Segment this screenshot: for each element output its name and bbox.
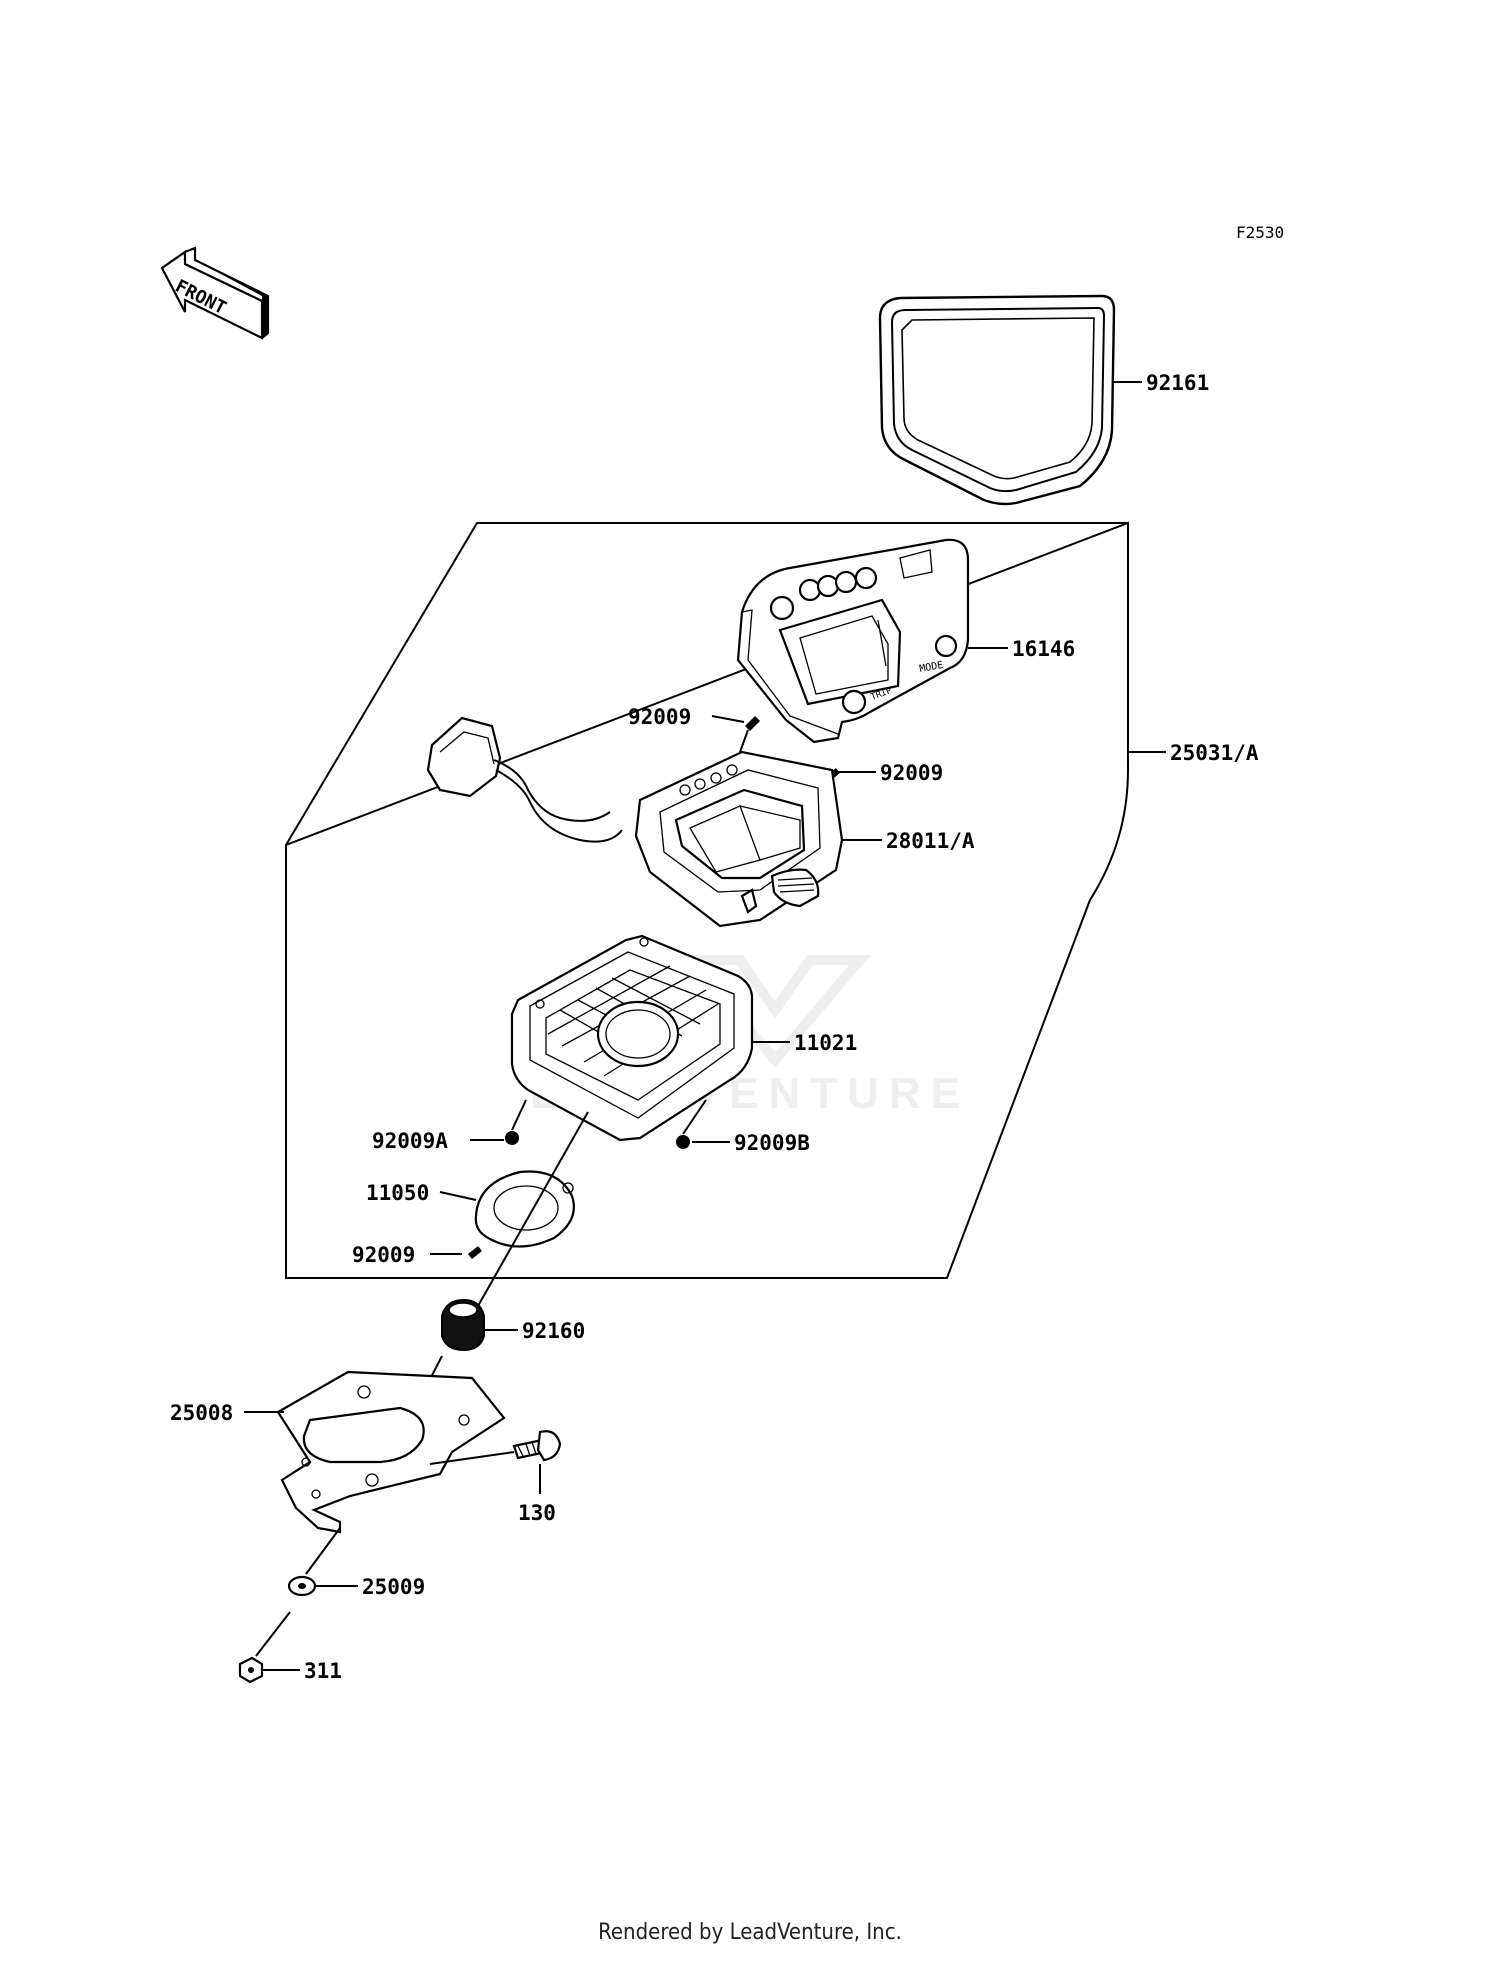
svg-text:MODE: MODE: [919, 660, 945, 675]
callout-11050: 11050: [366, 1181, 429, 1205]
part-28011A-meter-unit: [426, 716, 844, 928]
part-92009-screw-top: [739, 716, 760, 753]
part-92009A-screw: [505, 1099, 527, 1145]
callout-28011A: 28011/A: [886, 829, 975, 853]
figure-code: F2530: [1236, 223, 1284, 242]
part-11050-gasket: [474, 1170, 575, 1248]
callout-92009-low: 92009: [352, 1243, 415, 1267]
part-311-nut: [238, 1656, 264, 1684]
callout-92009A: 92009A: [372, 1129, 448, 1153]
part-130-bolt: [512, 1430, 562, 1462]
callout-11021: 11021: [794, 1031, 857, 1055]
callout-92009-right: 92009: [880, 761, 943, 785]
callout-25008: 25008: [170, 1401, 233, 1425]
part-25008-bracket: [276, 1370, 506, 1534]
assembly-frame-25031A: [285, 521, 1129, 1279]
part-25009-washer: [287, 1575, 317, 1597]
callout-311: 311: [304, 1659, 342, 1683]
part-92009-screw-low: [468, 1246, 482, 1259]
footer-credit: Rendered by LeadVenture, Inc.: [598, 1920, 902, 1945]
callout-92160: 92160: [522, 1319, 585, 1343]
part-92161-gasket: [878, 294, 1116, 506]
part-92009B-screw: [676, 1099, 707, 1149]
callout-92161: 92161: [1146, 371, 1209, 395]
callout-130: 130: [518, 1501, 556, 1525]
callout-92009-top: 92009: [628, 705, 691, 729]
part-92160-grommet: [441, 1298, 485, 1352]
callout-92009B: 92009B: [734, 1131, 810, 1155]
front-arrow-icon: FRONT: [160, 246, 270, 340]
callout-16146: 16146: [1012, 637, 1075, 661]
callout-25031A: 25031/A: [1170, 741, 1259, 765]
part-16146-meter-cover: MODE TRIP: [736, 538, 970, 744]
callout-25009: 25009: [362, 1575, 425, 1599]
part-11021-meter-case: [510, 934, 754, 1142]
